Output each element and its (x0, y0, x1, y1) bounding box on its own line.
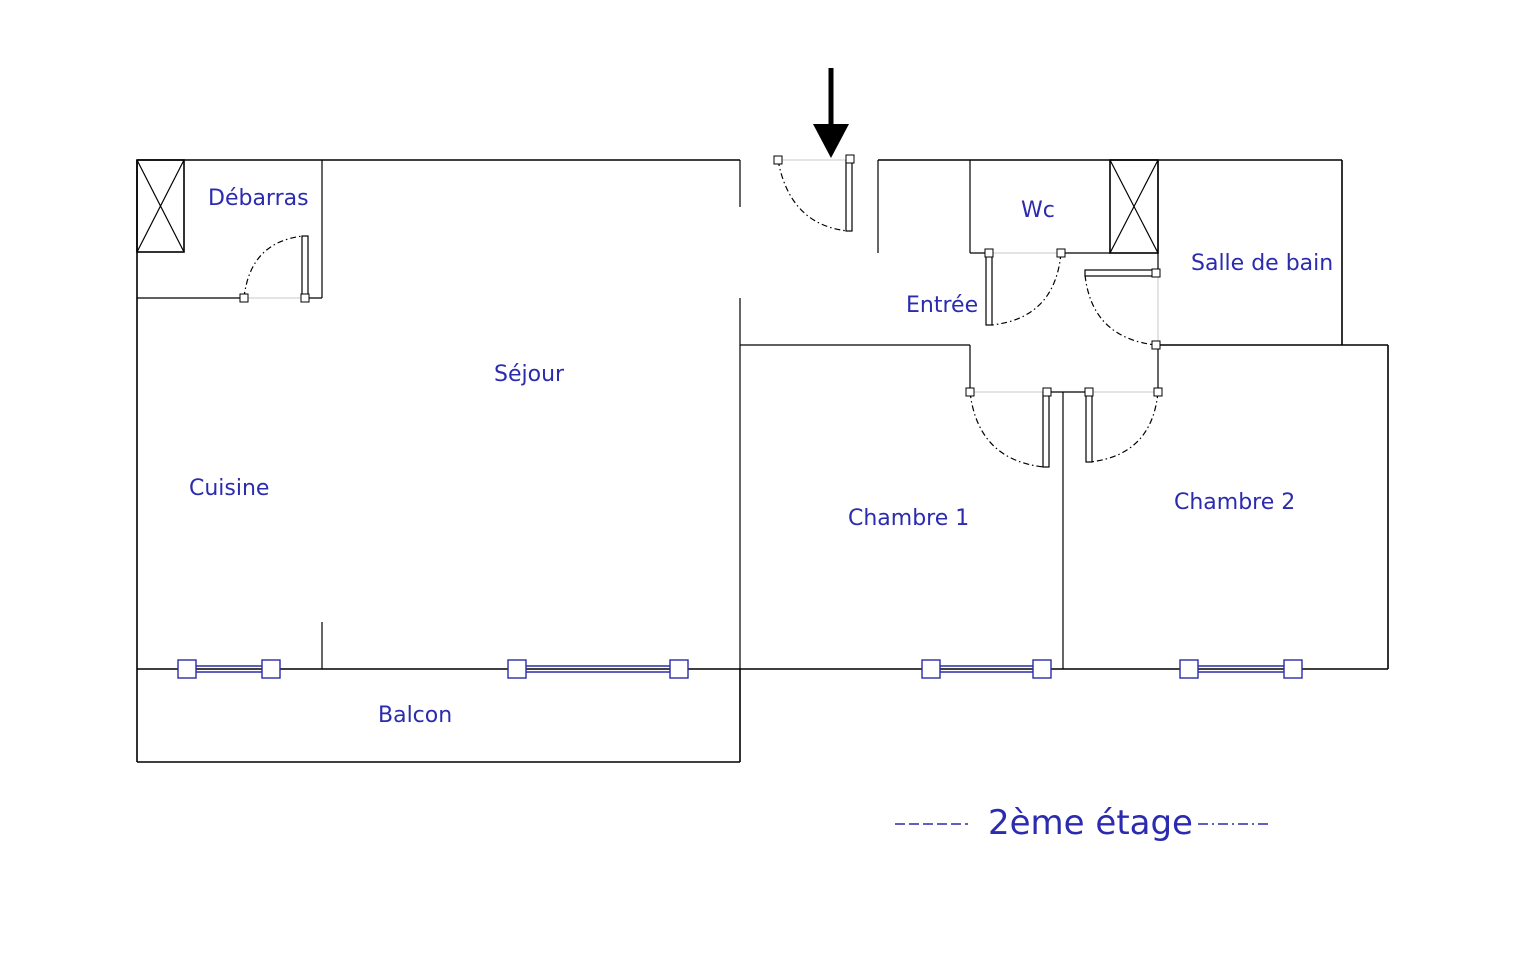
room-label-wc: Wc (1021, 198, 1055, 223)
crossed-box-icon (1109, 159, 1159, 254)
room-label-debarras: Débarras (208, 186, 309, 211)
door-chambre-2 (1084, 387, 1163, 463)
floor-title: 2ème étage (988, 803, 1193, 843)
interior-walls (137, 159, 1159, 669)
room-label-cuisine: Cuisine (189, 476, 269, 501)
window-cuisine (177, 659, 281, 679)
window-chambre-2 (1179, 659, 1303, 679)
door-salle-de-bain (1084, 268, 1161, 350)
room-label-balcon: Balcon (378, 703, 452, 728)
arrow-down-icon (813, 68, 849, 158)
door-wc (984, 248, 1066, 326)
room-label-sejour: Séjour (494, 362, 565, 387)
room-label-entree: Entrée (906, 293, 978, 318)
room-label-salle-de-bain: Salle de bain (1191, 251, 1333, 276)
crossed-box-icon (136, 159, 185, 253)
door-debarras (239, 235, 310, 303)
room-label-chambre-2: Chambre 2 (1174, 490, 1295, 515)
floor-title-group: 2ème étage (895, 803, 1270, 843)
window-sejour (507, 659, 689, 679)
door-entrance (773, 154, 855, 232)
window-chambre-1 (921, 659, 1052, 679)
room-label-chambre-1: Chambre 1 (848, 506, 969, 531)
door-chambre-1 (965, 387, 1052, 468)
